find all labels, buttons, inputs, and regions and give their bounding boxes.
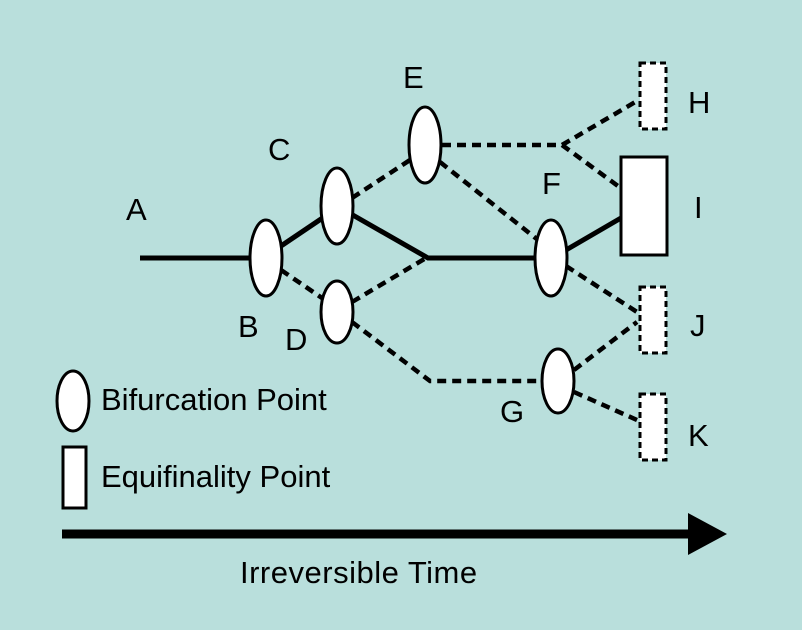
path-f-j — [564, 264, 639, 314]
node-label-c: C — [268, 132, 291, 167]
path-c-e — [350, 158, 412, 200]
node-label-j: J — [690, 308, 706, 343]
path-d-merge — [350, 256, 428, 304]
legend-equifinality-label: Equifinality Point — [101, 459, 331, 494]
node-label-e: E — [403, 60, 424, 95]
legend-bifurcation-label: Bifurcation Point — [101, 382, 327, 417]
node-label-a: A — [126, 192, 147, 227]
legend-rect-icon — [61, 445, 88, 510]
bifurcation-c — [319, 166, 355, 246]
bifurcation-b — [248, 218, 284, 298]
path-e-f — [438, 160, 540, 242]
bifurcation-e — [407, 105, 443, 185]
path-c-merge-f — [349, 211, 536, 261]
node-label-g: G — [500, 394, 525, 429]
path-b-c — [279, 214, 326, 249]
path-d-g — [350, 320, 542, 384]
node-label-d: D — [285, 322, 308, 357]
path-fork-i — [560, 143, 620, 188]
path-g-k — [573, 389, 638, 423]
time-arrow-head — [688, 513, 727, 555]
bifurcation-g — [540, 347, 576, 415]
time-caption: Irreversible Time — [240, 555, 478, 590]
path-g-j — [572, 320, 639, 372]
node-label-b: B — [238, 309, 259, 344]
node-label-h: H — [688, 85, 711, 120]
equifinality-h — [638, 61, 668, 131]
equifinality-k — [638, 392, 668, 462]
equifinality-j — [638, 285, 668, 355]
bifurcation-d — [319, 279, 355, 345]
path-e-h-i — [442, 99, 639, 148]
path-b-d — [279, 268, 324, 300]
legend-ellipse-icon — [55, 369, 91, 433]
node-label-k: K — [688, 418, 709, 453]
node-label-f: F — [542, 166, 561, 201]
path-f-i — [564, 215, 623, 253]
node-label-i: I — [694, 190, 703, 225]
bifurcation-f — [533, 218, 569, 298]
equifinality-i — [619, 155, 669, 257]
